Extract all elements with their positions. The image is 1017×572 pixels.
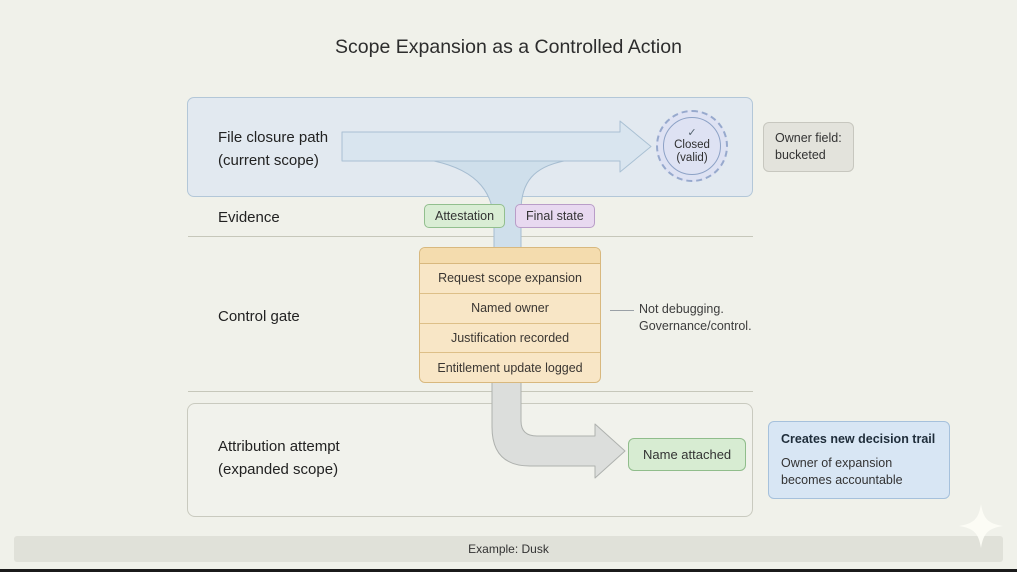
seal-label-line2: (valid)	[676, 152, 708, 164]
file-closure-label: File closure path (current scope)	[218, 126, 328, 172]
control-gate-box: Request scope expansion Named owner Just…	[419, 247, 601, 383]
seal-label-line1: Closed	[674, 139, 710, 151]
owner-field-note-line1: Owner field:	[775, 131, 842, 145]
owner-field-note-line2: bucketed	[775, 148, 826, 162]
gate-note-line1: Not debugging.	[639, 302, 724, 316]
bottom-edge	[0, 569, 1017, 572]
file-closure-label-line1: File closure path	[218, 129, 329, 146]
info-box-title: Creates new decision trail	[781, 432, 936, 446]
gate-note-connector-line	[610, 310, 634, 311]
checkmark-icon: ✓	[687, 127, 697, 139]
info-box-line1: Owner of expansion	[781, 456, 893, 470]
evidence-label: Evidence	[218, 209, 280, 226]
closed-valid-seal-inner: ✓ Closed (valid)	[663, 117, 721, 175]
attribution-label-line1: Attribution attempt	[218, 438, 340, 455]
info-box-line2: becomes accountable	[781, 472, 903, 487]
attestation-badge: Attestation	[424, 204, 506, 228]
evidence-divider-line	[188, 236, 753, 237]
page-title: Scope Expansion as a Controlled Action	[335, 36, 682, 58]
footer-example-bar: Example: Dusk	[14, 536, 1003, 562]
footer-example-label: Example: Dusk	[468, 542, 549, 556]
file-closure-label-line2: (current scope)	[218, 152, 319, 169]
control-gate-header-strip	[420, 248, 600, 264]
final-state-badge: Final state	[515, 204, 595, 228]
name-attached-badge: Name attached	[628, 438, 747, 471]
gate-step-justification-recorded: Justification recorded	[420, 322, 600, 353]
owner-field-note-box: Owner field: bucketed	[763, 122, 854, 172]
gate-step-entitlement-update-logged: Entitlement update logged	[420, 352, 600, 382]
decision-trail-info-box: Creates new decision trail Owner of expa…	[768, 421, 950, 499]
gate-step-request-scope-expansion: Request scope expansion	[438, 271, 582, 286]
closed-valid-seal: ✓ Closed (valid)	[656, 110, 728, 182]
attribution-label: Attribution attempt (expanded scope)	[218, 435, 340, 481]
gate-step-named-owner: Named owner	[420, 292, 600, 323]
gate-note: Not debugging. Governance/control.	[639, 301, 752, 335]
attribution-label-line2: (expanded scope)	[218, 461, 339, 478]
gate-note-line2: Governance/control.	[639, 319, 752, 333]
control-gate-label: Control gate	[218, 308, 300, 325]
control-gate-divider-line	[188, 391, 753, 392]
